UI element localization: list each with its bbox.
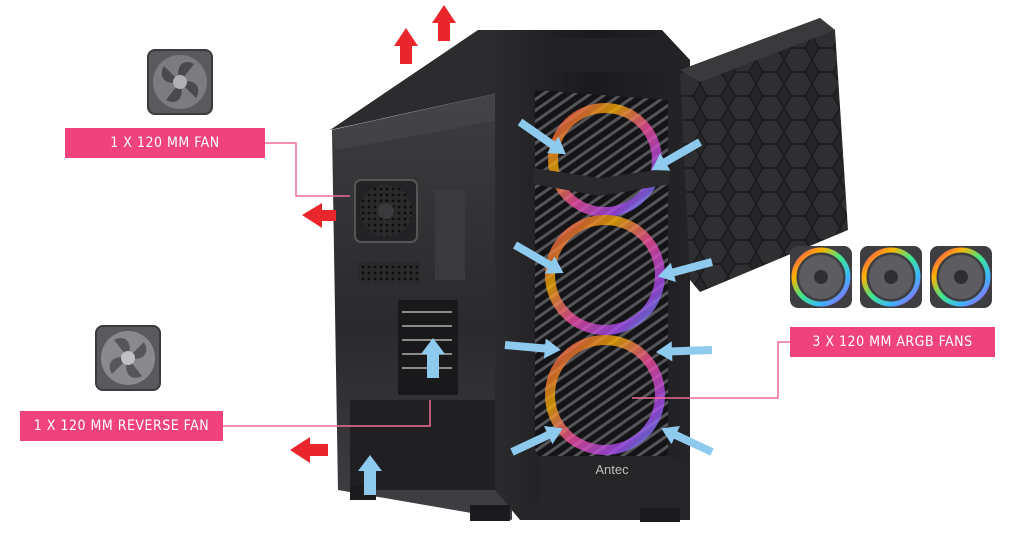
label-bg-top-fan [65,128,265,158]
brand-logo: Antec [595,462,629,477]
argb-fan-icon [790,246,852,308]
intake-arrow-icon [656,341,713,362]
intake-arrow-icon [657,258,714,283]
intake-arrow-icon [517,118,566,155]
intake-arrow-icon [661,426,714,456]
intake-arrows [358,118,714,495]
label-bg-reverse-fan [20,411,223,441]
intake-arrow-icon [510,426,563,456]
exhaust-arrow-icon [432,5,456,41]
rear-exhaust-fan [354,179,418,243]
intake-arrow-icon [651,138,702,171]
fan-icon [147,49,213,115]
intake-arrow-icon [513,241,564,274]
intake-arrow-icon [504,338,561,359]
pc-case: Antec [330,18,848,522]
argb-fan-icon [860,246,922,308]
exhaust-arrows [290,5,456,463]
exhaust-arrow-icon [394,28,418,64]
intake-arrow-icon [358,455,382,495]
leader-line-top-fan [265,142,350,197]
leader-line-argb-fans [632,341,790,399]
argb-fans-label: 3 X 120 MM ARGB FANS [812,334,973,350]
label-bg-argb-fans [790,327,995,357]
exhaust-arrow-icon [290,437,328,463]
argb-fan-icon [930,246,992,308]
front-door-open [680,18,848,292]
fan-icon [95,325,161,391]
exhaust-arrow-icon [302,203,336,228]
top-fan-label: 1 X 120 MM FAN [110,135,220,151]
intake-arrow-icon [421,338,445,378]
leader-line-reverse-fan [223,400,431,427]
leader-lines [223,142,790,427]
reverse-fan-label: 1 X 120 MM REVERSE FAN [33,418,210,434]
